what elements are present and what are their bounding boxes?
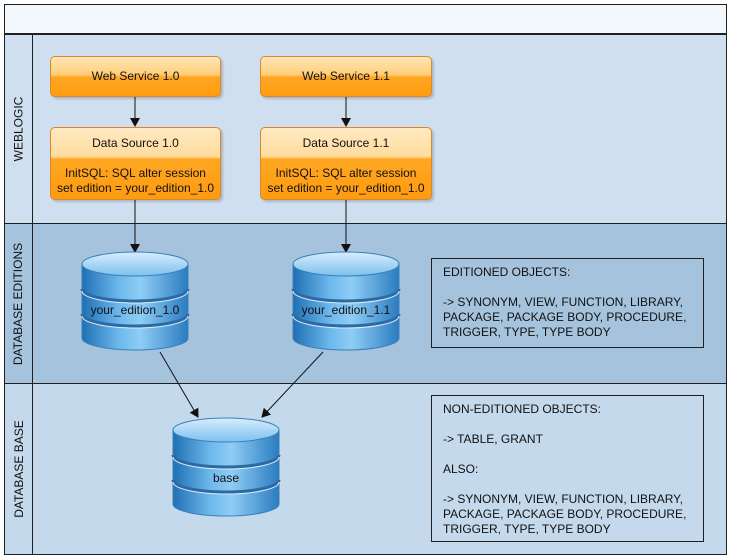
editioned-heading: EDITIONED OBJECTS: bbox=[443, 265, 571, 279]
non-editioned-also: ALSO: bbox=[443, 462, 479, 476]
web-service-1-1: Web Service 1.1 bbox=[260, 56, 432, 97]
non-editioned-objects: -> TABLE, GRANT bbox=[443, 432, 543, 446]
database-edition-1-1 bbox=[291, 250, 401, 352]
database-base bbox=[171, 416, 281, 518]
data-source-1-1: Data Source 1.1 InitSQL: SQL alter sessi… bbox=[260, 127, 432, 200]
database-edition-1-0 bbox=[80, 250, 190, 352]
data-source-1-0-initsql-line2: set edition = your_edition_1.0 bbox=[56, 181, 215, 195]
database-edition-1-0-label: your_edition_1.0 bbox=[90, 303, 180, 317]
non-editioned-line2: PACKAGE, PACKAGE BODY, PROCEDURE, bbox=[443, 507, 687, 521]
lane-database-base: DATABASE BASE bbox=[4, 383, 727, 555]
editioned-line2: PACKAGE, PACKAGE BODY, PROCEDURE, bbox=[443, 310, 687, 324]
web-service-1-1-label: Web Service 1.1 bbox=[302, 69, 390, 83]
data-source-1-0-title: Data Source 1.0 bbox=[92, 136, 179, 150]
editioned-line1: -> SYNONYM, VIEW, FUNCTION, LIBRARY, bbox=[443, 295, 683, 309]
diagram-title-bar bbox=[4, 4, 727, 34]
lane-editions-header: DATABASE EDITIONS bbox=[5, 224, 33, 383]
non-editioned-line1: -> SYNONYM, VIEW, FUNCTION, LIBRARY, bbox=[443, 492, 683, 506]
lane-weblogic-header: WEBLOGIC bbox=[5, 35, 33, 223]
database-edition-1-1-label: your_edition_1.1 bbox=[301, 303, 391, 317]
arrow-edition10-base bbox=[159, 351, 199, 418]
non-editioned-objects-note: NON-EDITIONED OBJECTS: -> TABLE, GRANT A… bbox=[431, 395, 704, 542]
web-service-1-0: Web Service 1.0 bbox=[50, 56, 221, 97]
database-base-label: base bbox=[212, 471, 240, 485]
editioned-line3: TRIGGER, TYPE, TYPE BODY bbox=[443, 325, 611, 339]
data-source-1-1-initsql-line1: InitSQL: SQL alter session bbox=[275, 166, 417, 180]
non-editioned-heading: NON-EDITIONED OBJECTS: bbox=[443, 402, 602, 416]
data-source-1-1-title: Data Source 1.1 bbox=[302, 136, 390, 150]
lane-base-header: DATABASE BASE bbox=[5, 384, 33, 554]
non-editioned-line3: TRIGGER, TYPE, TYPE BODY bbox=[443, 522, 611, 536]
web-service-1-0-label: Web Service 1.0 bbox=[91, 69, 180, 83]
data-source-1-0: Data Source 1.0 InitSQL: SQL alter sessi… bbox=[50, 127, 221, 200]
arrow-edition11-base bbox=[261, 351, 324, 418]
data-source-1-0-initsql-line1: InitSQL: SQL alter session bbox=[65, 166, 206, 180]
editioned-objects-note: EDITIONED OBJECTS: -> SYNONYM, VIEW, FUN… bbox=[431, 258, 704, 348]
data-source-1-1-initsql-line2: set edition = your_edition_1.0 bbox=[267, 181, 425, 195]
